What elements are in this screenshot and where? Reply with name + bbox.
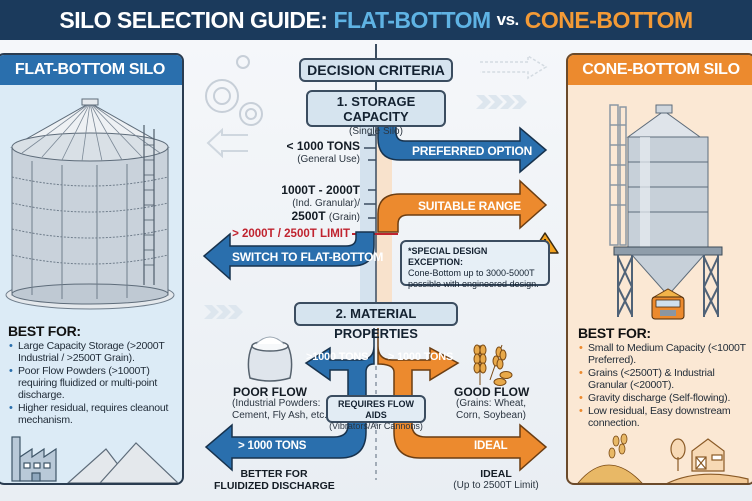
flow-aids-title: REQUIRES FLOW AIDS [338, 399, 414, 420]
farm-barn-icon [666, 438, 749, 483]
truck-icon [651, 288, 685, 320]
special-exception-box: *SPECIAL DESIGN EXCEPTION: Cone-Bottom u… [400, 240, 550, 289]
flat-footer-illustration [11, 436, 179, 483]
exception-line1: Cone-Bottom up to 3000-5000T [408, 268, 535, 278]
flat-bottom-heading: FLAT-BOTTOM SILO [0, 55, 182, 85]
tier-1000-2000: 1000T - 2000T (Ind. Granular)/ 2500T (Gr… [256, 184, 360, 224]
flat-bottom-panel: FLAT-BOTTOM SILO [0, 53, 184, 485]
good-flow-tons-text: > 1000 TONS [388, 351, 454, 363]
flow-aids-sub: (Vibrators/Air Cannons) [329, 421, 423, 431]
capacity-scale-bar-blue [360, 122, 376, 302]
title-cone: CONE-BOTTOM [524, 6, 693, 33]
wheat-icon [473, 344, 513, 386]
decision-criteria-label: DECISION CRITERIA [307, 62, 445, 78]
poor-flow-branch-arrow [204, 328, 375, 472]
decor-arrow-left-icon [206, 127, 248, 159]
tier-under-1000-label: < 1000 TONS [286, 139, 361, 153]
flow-aids-box: REQUIRES FLOW AIDS (Vibrators/Air Cannon… [326, 395, 426, 431]
decision-criteria-box: DECISION CRITERIA [299, 58, 453, 82]
preferred-option-text: PREFERRED OPTION [412, 144, 533, 158]
cone-best-for-item: Gravity discharge (Self-flowing). [578, 392, 752, 404]
good-flow-caption: GOOD FLOW (Grains: Wheat, Corn, Soybean) [454, 385, 530, 422]
flat-best-for-title: BEST FOR: [8, 323, 81, 339]
flat-best-for-item: Higher residual, requires cleanout mecha… [8, 402, 182, 426]
capacity-limit-label: > 2000T / 2500T LIMIT [232, 228, 350, 240]
title-flat: FLAT-BOTTOM [333, 6, 491, 33]
fluidized-tons-text: > 1000 TONS [238, 440, 307, 452]
cone-bottom-panel: CONE-BOTTOM SILO BEST FO [566, 53, 752, 485]
scale-ticks [364, 134, 376, 219]
storage-capacity-box: 1. STORAGE CAPACITY (Single Silo) [306, 90, 446, 137]
tier-under-1000: < 1000 TONS (General Use) [276, 139, 361, 166]
factory-icon [11, 436, 57, 482]
storage-capacity-subtitle: (Single Silo) [349, 126, 403, 137]
poor-flow-line2: Cement, Fly Ash, etc.) [232, 410, 331, 421]
storage-capacity-title: 1. STORAGE CAPACITY [336, 94, 416, 124]
suitable-range-arrow [377, 179, 548, 233]
ideal-line1: IDEAL [480, 468, 512, 480]
tier-grain-label: 2500T [291, 209, 326, 223]
good-flow-line2: Corn, Soybean) [455, 410, 527, 421]
ideal-line2: (Up to 2500T Limit) [453, 480, 539, 491]
exception-title: *SPECIAL DESIGN EXCEPTION: [408, 246, 488, 267]
powder-bag-icon [247, 336, 293, 382]
good-flow-title: GOOD FLOW [454, 385, 530, 399]
good-flow-line1: (Grains: Wheat, [455, 398, 527, 409]
fluidized-caption: BETTER FOR FLUIDIZED DISCHARGE [214, 468, 335, 492]
decor-arrow-right-icon [480, 54, 548, 80]
suitable-range-text: SUITABLE RANGE [418, 199, 521, 213]
cone-footer-illustration [577, 433, 749, 483]
tier-under-1000-sub: (General Use) [297, 154, 360, 165]
ideal-arrow-text: IDEAL [474, 440, 508, 452]
flat-bottom-silo-icon [5, 98, 175, 310]
ideal-caption: IDEAL (Up to 2500T Limit) [446, 468, 546, 492]
decor-chevrons-icon [204, 95, 527, 319]
fluidized-line2: FLUIDIZED DISCHARGE [214, 480, 335, 492]
poor-flow-title: POOR FLOW [233, 385, 307, 399]
tier-range-sub: (Ind. Granular)/ [292, 198, 360, 209]
cone-best-for: BEST FOR: Small to Medium Capacity (<100… [578, 325, 752, 430]
material-properties-box: 2. MATERIAL PROPERTIES [294, 302, 458, 341]
title-bar: SILO SELECTION GUIDE: FLAT-BOTTOM vs. CO… [0, 0, 752, 40]
exception-line2: possible with engineered design. [408, 279, 539, 289]
grain-pile-icon [577, 433, 643, 483]
tier-range-label: 1000T - 2000T [281, 183, 360, 197]
cone-best-for-item: Small to Medium Capacity (<1000T Preferr… [578, 342, 752, 366]
switch-to-flat-text: SWITCH TO FLAT-BOTTOM [232, 250, 384, 264]
poor-flow-tons-text: >1000 TONS [306, 351, 369, 363]
cone-bottom-silo-icon [609, 104, 723, 320]
cone-best-for-item: Low residual, Easy downstream connection… [578, 405, 752, 429]
switch-to-flat-arrow [202, 231, 375, 281]
flat-best-for: BEST FOR: Large Capacity Storage (>2000T… [8, 323, 182, 427]
material-properties-title: 2. MATERIAL PROPERTIES [334, 306, 418, 341]
cone-best-for-item: Grains (<2500T) & Industrial Granular (<… [578, 367, 752, 391]
preferred-option-arrow [377, 117, 548, 174]
poor-flow-line1: (Industrial Powders: [232, 398, 321, 409]
good-flow-branch-arrow [377, 328, 548, 472]
poor-flow-caption: POOR FLOW (Industrial Powders: Cement, F… [232, 385, 331, 422]
flat-best-for-item: Poor Flow Powders (>1000T) requiring flu… [8, 365, 182, 401]
flat-best-for-item: Large Capacity Storage (>2000T Industria… [8, 340, 182, 364]
fluidized-line1: BETTER FOR [240, 468, 308, 480]
title-vs: vs. [496, 10, 520, 29]
cone-best-for-title: BEST FOR: [578, 325, 651, 341]
tier-grain-sub: (Grain) [328, 212, 360, 223]
gear-icon [205, 55, 263, 126]
powder-pile-icon [67, 442, 179, 483]
title-prefix: SILO SELECTION GUIDE: [59, 6, 328, 33]
cone-bottom-heading: CONE-BOTTOM SILO [568, 55, 752, 85]
